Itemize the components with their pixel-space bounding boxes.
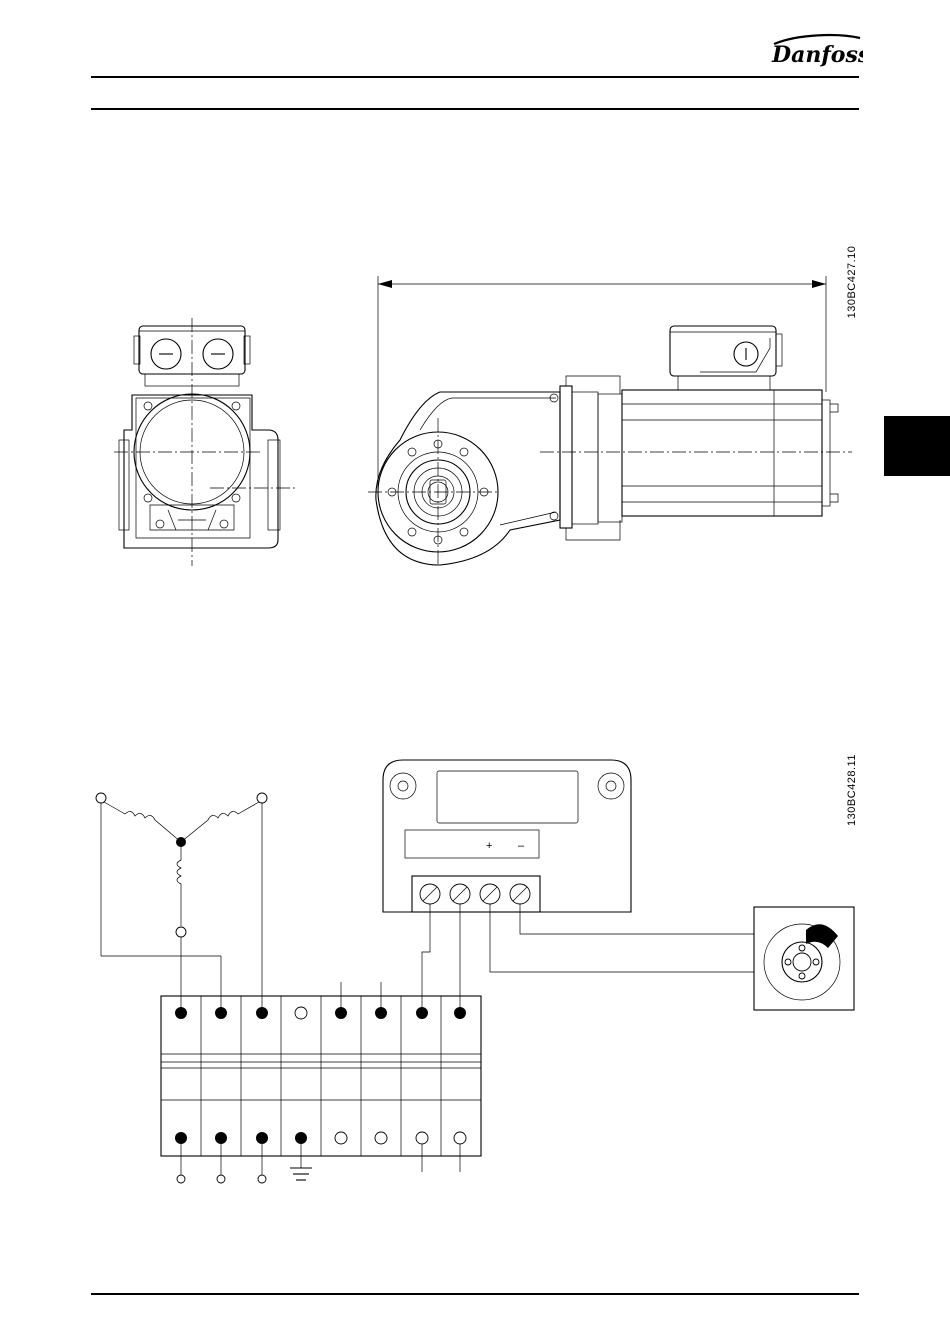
terminal-box-side [670,326,782,390]
brake-rectifier: + – [383,760,631,912]
gearmotor-front-view [114,318,296,566]
wiring-diagram: + – [96,760,854,1183]
length-dimension [378,276,826,488]
terminal-plus-label: + [486,840,492,852]
gearmotor-side-view [368,276,852,566]
brake-coil [754,907,854,1010]
motor-star-winding [96,793,267,1012]
terminal-block [161,982,481,1156]
terminal-minus-label: – [518,840,525,852]
ground-icon [290,1168,312,1180]
